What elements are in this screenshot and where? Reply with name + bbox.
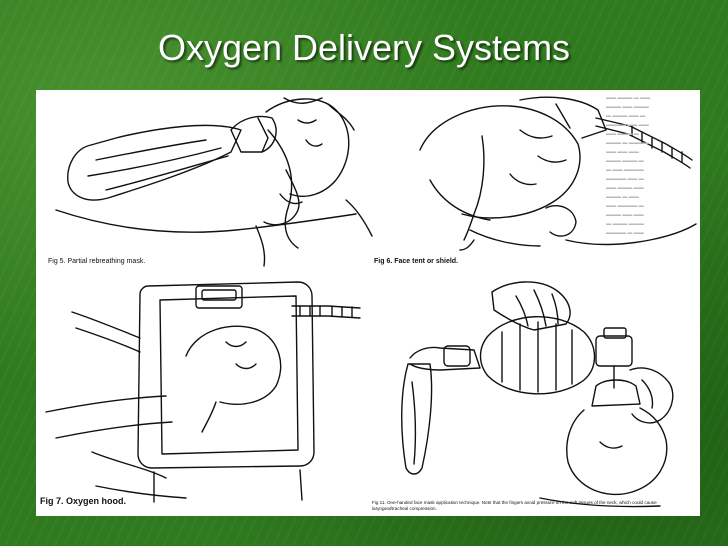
oxygen-hood-illustration [45, 281, 361, 503]
caption-fig-7: Fig 7. Oxygen hood. [40, 496, 127, 506]
figure-face-tent: ▬▬ ▬▬▬ ▬ ▬▬▬▬▬ ▬▬ ▬▬▬▬ ▬▬▬ ▬▬ ▬▬▬▬▬ ▬▬ ▬… [370, 90, 700, 270]
figure-panel: Fig 5. Partial rebreathing mask. ▬▬ [36, 90, 700, 516]
figure-partial-rebreathing-mask: Fig 5. Partial rebreathing mask. [36, 90, 376, 270]
caption-fig-6: Fig 6. Face tent or shield. [374, 258, 459, 265]
figure-bag-valve-mask: Fig 11. One-handed face mask application… [370, 272, 700, 516]
bag-valve-mask-illustration [401, 281, 674, 508]
figure-oxygen-hood: Fig 7. Oxygen hood. [36, 272, 376, 516]
bleed-through-text: ▬▬ ▬▬▬ ▬ ▬▬▬▬▬ ▬▬ ▬▬▬▬ ▬▬▬ ▬▬ ▬▬▬▬▬ ▬▬ ▬… [606, 95, 651, 236]
caption-fig-11: Fig 11. One-handed face mask application… [372, 500, 657, 511]
partial-rebreathing-mask-illustration [55, 97, 373, 267]
caption-fig-5: Fig 5. Partial rebreathing mask. [48, 258, 146, 265]
slide-title: Oxygen Delivery Systems [157, 27, 571, 68]
face-tent-illustration [419, 96, 697, 251]
